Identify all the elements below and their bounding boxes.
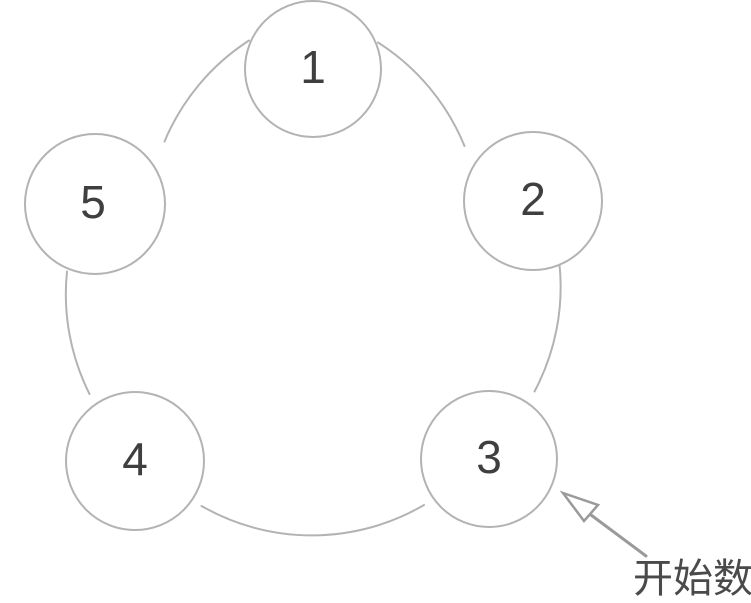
node-2[interactable]: 2 bbox=[463, 131, 603, 271]
edge-1-to-2 bbox=[377, 41, 466, 147]
node-5-circle[interactable] bbox=[24, 133, 166, 275]
node-5-label: 5 bbox=[80, 176, 106, 228]
node-1-circle[interactable] bbox=[244, 0, 382, 138]
arrow-head-icon bbox=[559, 490, 601, 523]
edge-5-to-1 bbox=[163, 39, 250, 143]
annotation-label: 开始数 bbox=[633, 556, 751, 602]
node-3[interactable]: 3 bbox=[420, 390, 558, 528]
node-2-label: 2 bbox=[520, 173, 546, 225]
node-5[interactable]: 5 bbox=[24, 133, 166, 275]
node-3-circle[interactable] bbox=[420, 390, 558, 528]
edge-2-to-3 bbox=[533, 263, 562, 393]
node-4-circle[interactable] bbox=[65, 391, 205, 531]
node-group: 1 2 3 4 5 bbox=[24, 0, 603, 531]
edge-3-to-4 bbox=[200, 504, 425, 537]
node-4[interactable]: 4 bbox=[65, 391, 205, 531]
arrow-shaft bbox=[585, 510, 648, 558]
node-3-label: 3 bbox=[476, 431, 502, 483]
node-1-label: 1 bbox=[300, 41, 326, 93]
node-2-circle[interactable] bbox=[463, 131, 603, 271]
start-pointer-annotation: 开始数 bbox=[559, 490, 751, 602]
node-1[interactable]: 1 bbox=[244, 0, 382, 138]
node-4-label: 4 bbox=[122, 433, 148, 485]
edge-4-to-5 bbox=[64, 270, 91, 395]
edge-group bbox=[64, 39, 562, 537]
